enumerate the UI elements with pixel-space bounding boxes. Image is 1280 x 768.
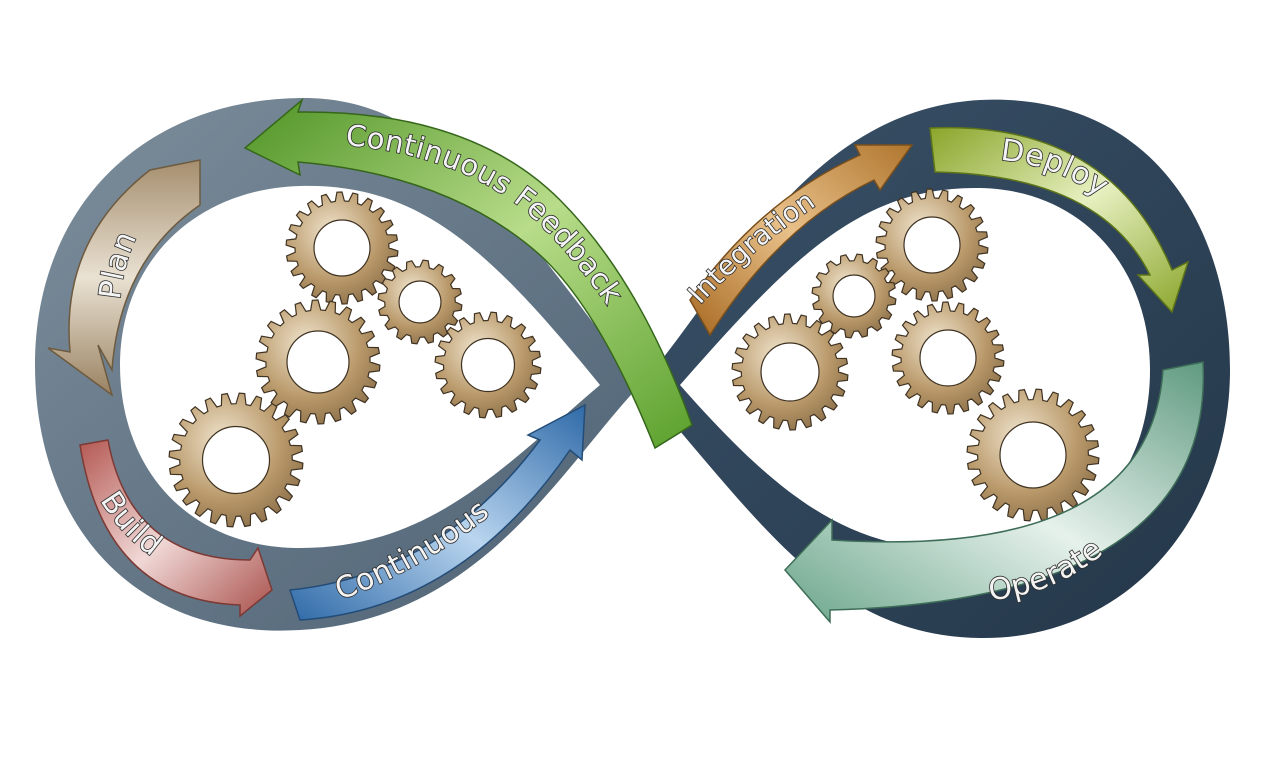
plan-arrow [47, 159, 201, 397]
gear-icon [731, 313, 849, 431]
gear-icon [434, 311, 542, 419]
continuous-arrow [288, 403, 586, 621]
gear-icon [377, 259, 463, 345]
gear-icon [285, 191, 399, 305]
deploy-arrow [929, 126, 1190, 314]
gear-icon [811, 253, 897, 339]
right-gear-cluster [731, 188, 1100, 522]
gear-icon [255, 299, 381, 425]
gear-icon [891, 301, 1005, 415]
gear-icon [966, 388, 1100, 522]
gear-icon [875, 188, 989, 302]
left-gear-cluster [168, 191, 542, 528]
operate-arrow [783, 361, 1205, 625]
build-arrow [79, 439, 273, 618]
gear-icon [168, 392, 304, 528]
continuous-feedback-arrow [243, 97, 693, 450]
integration-arrow [689, 144, 914, 337]
